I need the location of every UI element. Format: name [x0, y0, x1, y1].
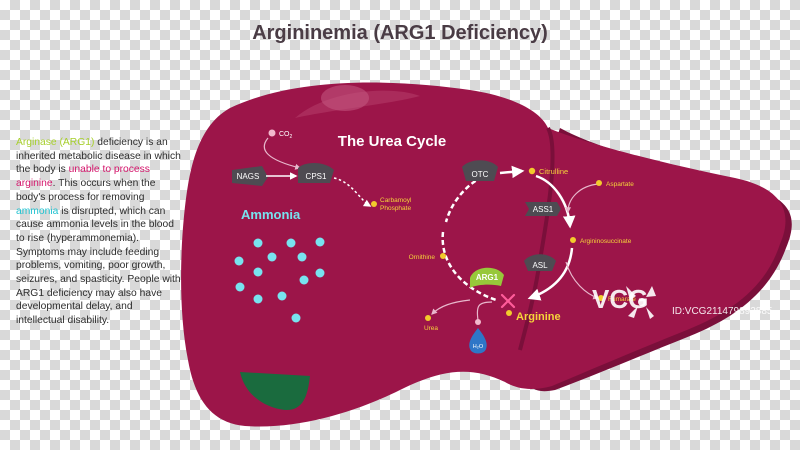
- enzyme-ass1: ASS1: [525, 202, 561, 216]
- ornithine-dot: [440, 253, 446, 259]
- ammonia-dot: [234, 256, 244, 266]
- enzyme-otc: OTC: [462, 160, 498, 181]
- urea-arrow: [431, 299, 471, 315]
- co2-dot: [268, 129, 276, 137]
- citrulline-label: Citrulline: [539, 167, 568, 176]
- watermark-logo: VCG: [592, 284, 649, 314]
- cycle-arrow-upper-left: [444, 172, 491, 223]
- otc-citrulline-arrow: [499, 165, 525, 179]
- carbamoyl-dot: [371, 201, 377, 207]
- ammonia-dot: [253, 238, 263, 248]
- description-part: is disrupted, which can cause ammonia le…: [16, 205, 181, 327]
- arginine-label: Arginine: [516, 311, 561, 323]
- co2-arrow: [263, 137, 302, 170]
- urea-dot: [425, 315, 431, 321]
- water-arrow: [476, 301, 493, 321]
- watermark-logo-icon: [626, 286, 656, 319]
- aspartate-arrow: [565, 183, 599, 214]
- description-part: deficiency is an inherited metabolic dis…: [16, 137, 181, 176]
- fumarate-dot: [598, 295, 604, 301]
- description-text: Arginase (ARG1) deficiency is an inherit…: [16, 136, 184, 328]
- carbamoyl-label: Carbamoyl: [380, 197, 412, 204]
- urea-label: Urea: [424, 325, 438, 332]
- svg-text:ARG1: ARG1: [476, 273, 499, 282]
- block-x-icon: [500, 293, 516, 309]
- enzyme-asl: ASL: [524, 254, 556, 271]
- cps1-carbamoyl-arrow: [333, 177, 372, 207]
- ammonia-dot: [235, 282, 245, 292]
- water-drop-icon: H₂O: [469, 319, 487, 354]
- ammonia-dot: [253, 294, 263, 304]
- ammonia-dot: [315, 237, 325, 247]
- svg-text:OTC: OTC: [472, 170, 489, 179]
- fumarate-label: Fumarate: [608, 296, 636, 303]
- ammonia-dot: [291, 313, 301, 323]
- ammonia-dot: [297, 252, 307, 262]
- svg-text:ASS1: ASS1: [533, 205, 554, 214]
- highlight-arginase: Arginase (ARG1): [16, 137, 95, 148]
- fumarate-arrow: [565, 261, 600, 300]
- description-part: . This occurs when the body's process fo…: [16, 178, 156, 203]
- phosphate-label: Phosphate: [380, 205, 411, 212]
- ammonia-dot: [277, 291, 287, 301]
- cycle-title: The Urea Cycle: [338, 133, 446, 150]
- highlight-unable: unable to process arginine: [16, 164, 150, 190]
- svg-text:H₂O: H₂O: [473, 344, 484, 350]
- watermark-id: ID:VCG211479892885: [672, 306, 773, 317]
- gallbladder: [240, 372, 310, 411]
- svg-text:ASL: ASL: [532, 261, 548, 270]
- ornithine-label: Ornithine: [409, 254, 436, 261]
- ammonia-dot: [299, 275, 309, 285]
- page-title: Argininemia (ARG1 Deficiency): [252, 22, 548, 44]
- liver-gloss: [321, 85, 369, 111]
- enzyme-cps1: CPS1: [298, 162, 334, 183]
- citrulline-argsuc-arrow: [535, 174, 576, 229]
- ammonia-dot: [267, 252, 277, 262]
- aspartate-dot: [596, 180, 602, 186]
- argininosuccinate-dot: [570, 237, 576, 243]
- cycle-arrow-left: [441, 231, 497, 302]
- enzyme-nags: NAGS: [232, 166, 268, 186]
- arginine-dot: [506, 310, 512, 316]
- citrulline-dot: [528, 167, 536, 175]
- co2-label: CO2: [279, 131, 293, 140]
- argininosuccinate-label: Argininosuccinate: [580, 238, 632, 245]
- ammonia-molecules: [234, 237, 325, 323]
- enzyme-arg1: ARG1: [470, 267, 504, 288]
- ammonia-dot: [253, 267, 263, 277]
- ammonia-dot: [286, 238, 296, 248]
- aspartate-label: Aspartate: [606, 181, 634, 188]
- highlight-ammonia: ammonia: [16, 205, 59, 217]
- svg-text:NAGS: NAGS: [237, 172, 260, 181]
- svg-text:CPS1: CPS1: [306, 172, 327, 181]
- ammonia-label: Ammonia: [241, 207, 301, 222]
- argsuc-arginine-arrow: [527, 247, 574, 301]
- ammonia-dot: [315, 268, 325, 278]
